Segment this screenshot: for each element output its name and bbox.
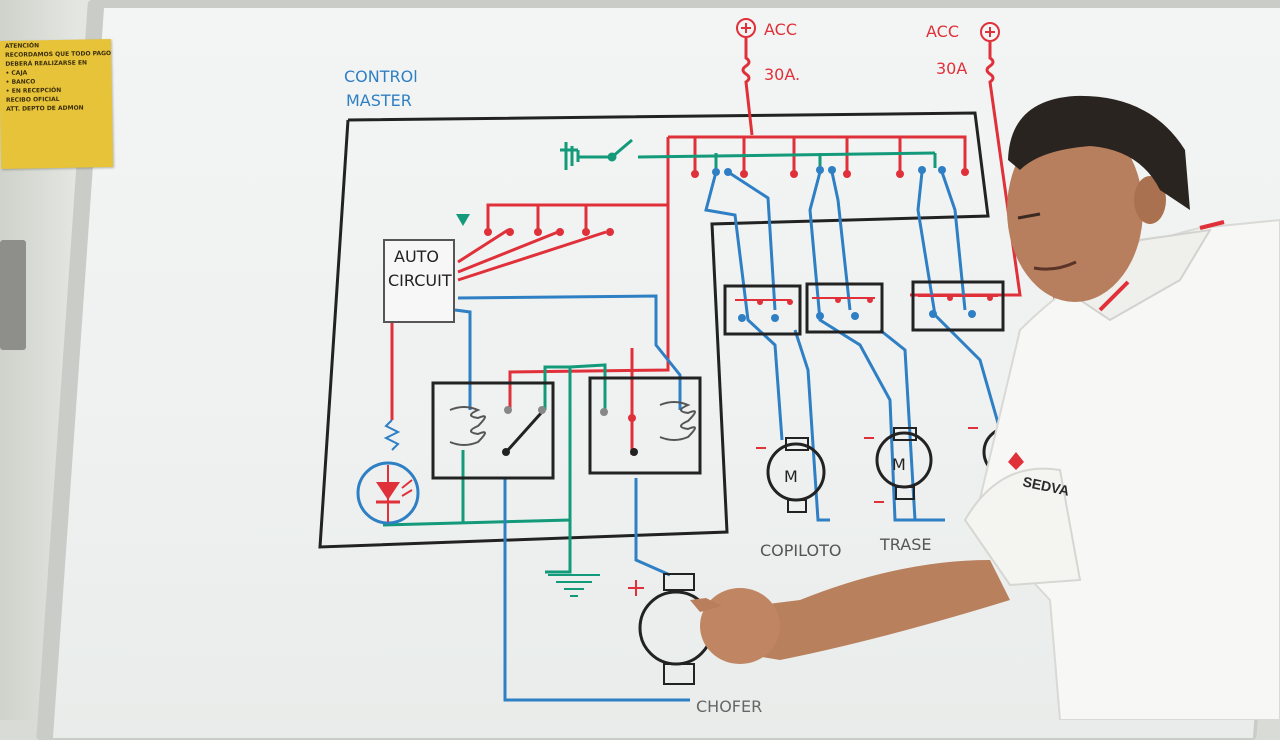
fuse-left-label: 30A. (764, 65, 800, 84)
switch-module-copiloto (723, 284, 802, 336)
label-copiloto: COPILOTO (760, 541, 841, 560)
acc-left-label: ACC (764, 20, 797, 39)
acc-left-input: ACC 30A. (736, 18, 800, 136)
motor-symbol: M (892, 455, 906, 474)
diagram-title-line2: MASTER (346, 91, 412, 110)
wiring-diagram: CONTROl MASTER ACC 30A. ACC 30A (318, 18, 1034, 716)
switch-module-trasero (805, 282, 884, 334)
ground-symbol-top (560, 142, 617, 170)
auto-circuit-label-line2: CIRCUIT (388, 271, 452, 290)
red-power-bus (390, 135, 967, 455)
ground-symbol-bottom (548, 574, 600, 597)
label-trasero: TRASE (879, 535, 931, 554)
control-master-box (318, 111, 990, 549)
motor-trasero: M (864, 427, 933, 503)
auto-circuit-label-line1: AUTO (394, 247, 439, 266)
diagram-title-line1: CONTROl (344, 67, 418, 86)
presenter: SEDVA (690, 95, 1280, 720)
auto-circuit-module: AUTO CIRCUIT (383, 239, 455, 323)
presenter-hair (1008, 95, 1190, 210)
acc-right-input: ACC 30A (910, 22, 1022, 297)
blue-terminal-dots (712, 166, 946, 176)
relay-right (588, 376, 702, 475)
acc-right-label: ACC (926, 22, 959, 41)
blue-control-lines (454, 170, 1002, 702)
relay-left (431, 381, 555, 480)
fuse-right-label: 30A (936, 59, 967, 78)
motor-copiloto: M (756, 437, 826, 513)
green-ground-bus (382, 138, 937, 574)
red-terminal-dots (484, 168, 969, 236)
presenter-head (1007, 118, 1143, 302)
green-arrow-icon (456, 214, 470, 226)
presenter-arm (720, 560, 1010, 660)
led-indicator (356, 419, 420, 525)
switch-module-rear-right (911, 280, 1005, 332)
presenter-hand (700, 588, 780, 664)
label-chofer: CHOFER (696, 697, 762, 716)
motor-symbol: M (784, 467, 798, 486)
wall-device (0, 240, 26, 350)
